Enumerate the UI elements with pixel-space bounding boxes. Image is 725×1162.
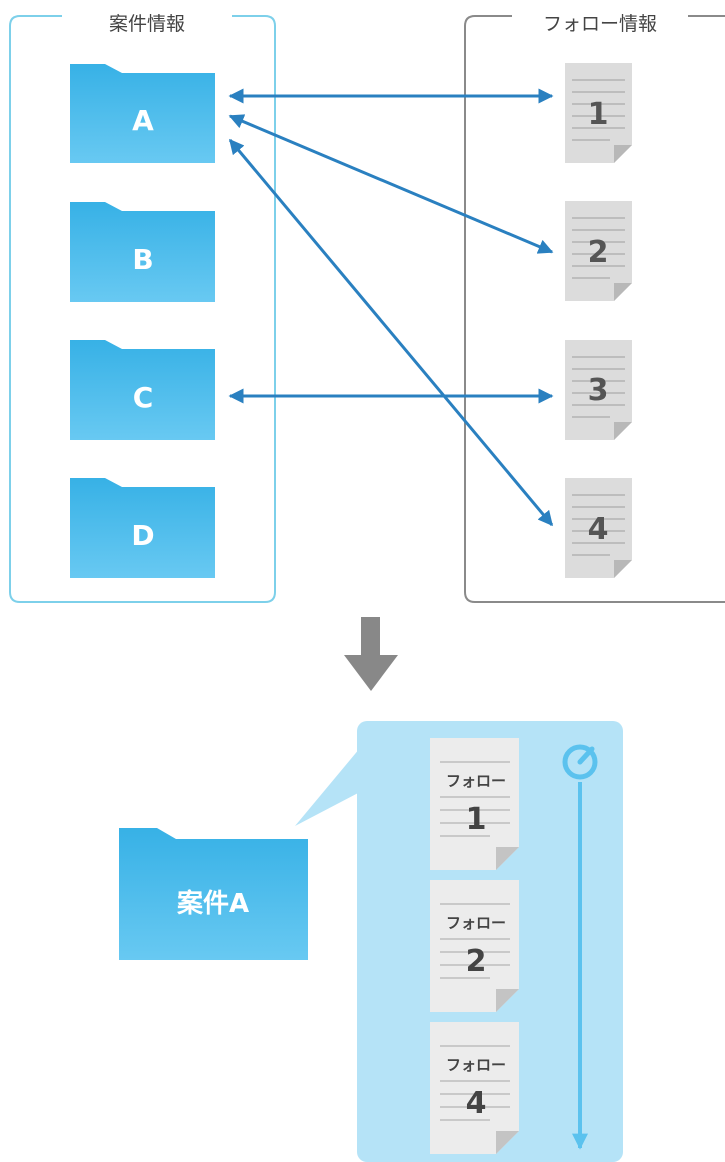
document-icon [565,201,632,301]
folder-icon [70,340,215,440]
case-a-folder[interactable]: 案件A [119,828,308,960]
folder-b[interactable]: B [70,202,215,302]
follow-item-title: フォロー [446,1056,506,1074]
folder-d-label: D [131,519,154,552]
document-icon [565,63,632,163]
folder-icon [119,828,308,960]
folder-icon [70,202,215,302]
folder-icon [70,64,215,163]
document-2-label: 2 [588,235,609,270]
document-1[interactable]: 1 [565,63,632,163]
folder-a[interactable]: A [70,64,215,163]
clock-icon [562,744,598,780]
folder-b-label: B [132,243,153,276]
folder-a-label: A [132,104,154,137]
folder-d[interactable]: D [70,478,215,578]
document-icon [565,340,632,440]
document-4-label: 4 [588,512,609,547]
document-3[interactable]: 3 [565,340,632,440]
follow-item-title: フォロー [446,914,506,932]
document-2[interactable]: 2 [565,201,632,301]
follow-item-2[interactable]: フォロー 2 [430,880,519,1012]
case-info-panel: 案件情報 [9,13,276,603]
document-4[interactable]: 4 [565,478,632,578]
follow-item-number: 2 [466,944,487,979]
folder-c-label: C [133,381,154,414]
folder-icon [70,478,215,578]
folder-c[interactable]: C [70,340,215,440]
follow-item-title: フォロー [446,772,506,790]
document-3-label: 3 [588,373,609,408]
timeline [562,744,598,1150]
follow-item-1[interactable]: フォロー 1 [430,738,519,870]
follow-item-number: 1 [466,802,487,837]
link-arrow-a-4 [228,138,554,527]
case-info-title: 案件情報 [109,13,185,35]
follow-info-title: フォロー情報 [543,13,657,35]
follow-item-number: 4 [466,1086,487,1121]
follow-item-4[interactable]: フォロー 4 [430,1022,519,1154]
document-1-label: 1 [588,97,609,132]
case-a-label: 案件A [176,888,249,919]
document-icon [565,478,632,578]
link-arrow-a-2 [228,114,554,254]
down-arrow-icon [344,617,398,691]
